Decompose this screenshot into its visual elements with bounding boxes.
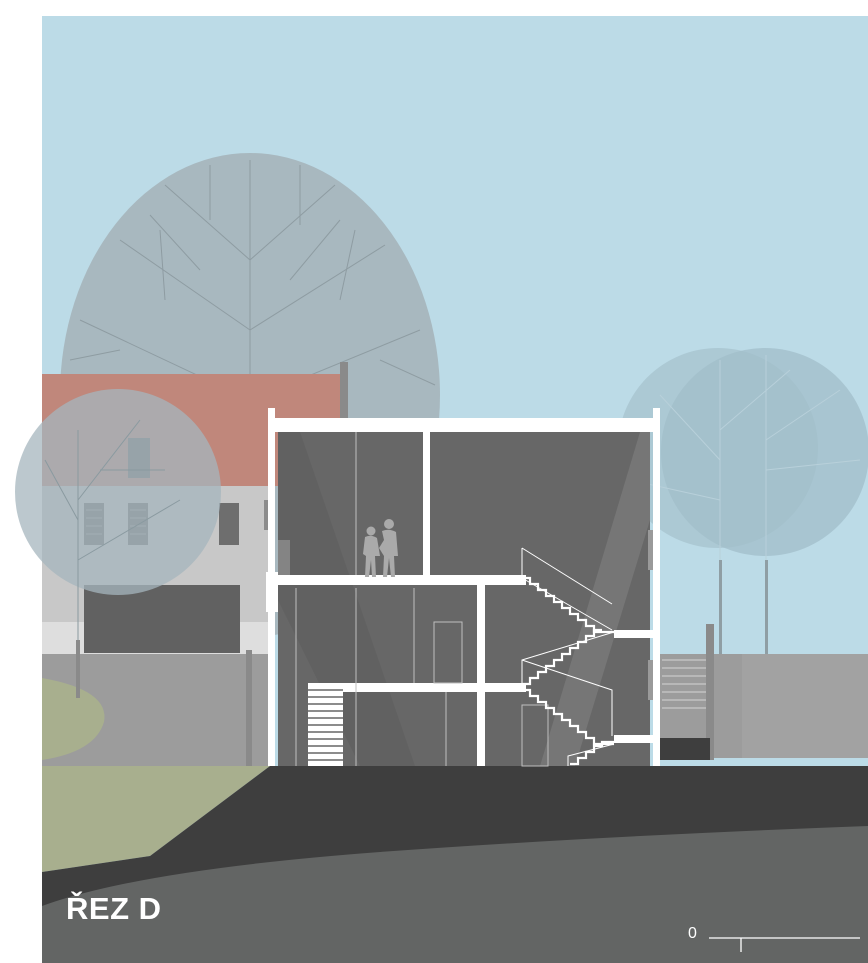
window — [219, 503, 239, 545]
exterior-steps — [662, 659, 706, 709]
stair-flight-icon — [308, 683, 343, 766]
section-title: ŘEZ D — [66, 891, 162, 926]
lawn-left — [42, 678, 105, 760]
street-surface — [42, 826, 868, 963]
lawn-foreground — [42, 766, 270, 872]
right-trees-icon — [618, 348, 868, 655]
standing-people-silhouette-icon — [363, 519, 398, 577]
scale-bar-start-label: 0 — [688, 925, 697, 942]
scale-bar — [709, 937, 860, 952]
building-section — [264, 408, 660, 767]
small-tree-icon — [15, 389, 221, 700]
garage-door — [84, 585, 240, 653]
main-staircase — [521, 547, 615, 766]
